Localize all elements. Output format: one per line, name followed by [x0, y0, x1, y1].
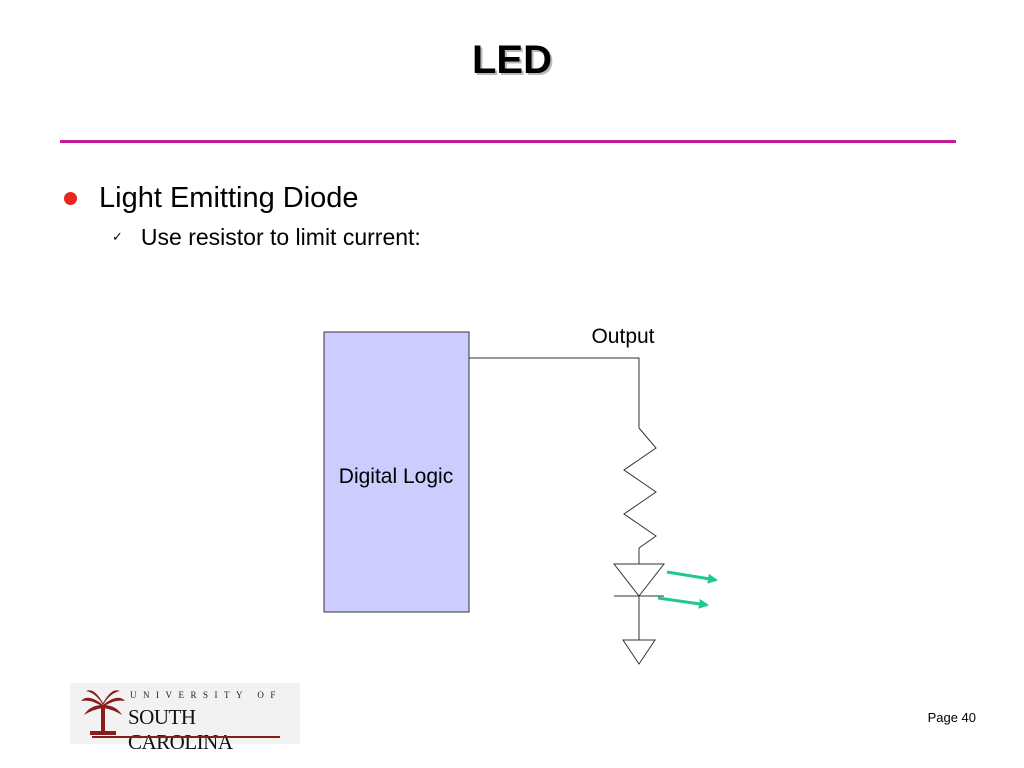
digital-logic-label: Digital Logic: [339, 465, 453, 488]
page-number: Page 40: [927, 710, 976, 725]
digital-logic-block: [323, 331, 470, 613]
palmetto-tree-icon: [81, 690, 125, 735]
emission-arrow-1: [666, 570, 718, 584]
bullet-2-text: Use resistor to limit current:: [140, 223, 421, 250]
logo-line-university: UNIVERSITY OF: [130, 690, 282, 700]
output-label: Output: [591, 325, 654, 348]
emission-arrow-2: [657, 596, 709, 609]
logo-underline: [92, 736, 280, 738]
led-diode-triangle: [612, 563, 666, 597]
bullet-1-text: Light Emitting Diode: [99, 181, 359, 214]
checkmark-icon: ✓: [112, 229, 123, 245]
slide-title: LED: [472, 38, 552, 82]
logo-line-name: SOUTH CAROLINA: [128, 705, 233, 754]
bullet-level-2: ✓ Use resistor to limit current:: [112, 221, 421, 253]
bullet-level-1: Light Emitting Diode: [64, 178, 359, 218]
title-divider: [60, 140, 956, 143]
resistor-symbol: [623, 427, 657, 549]
ground-symbol: [622, 639, 656, 665]
output-wire: [469, 357, 640, 428]
university-logo: UNIVERSITY OF SOUTH CAROLINA: [70, 683, 300, 754]
bullet-dot-icon: [64, 191, 77, 205]
